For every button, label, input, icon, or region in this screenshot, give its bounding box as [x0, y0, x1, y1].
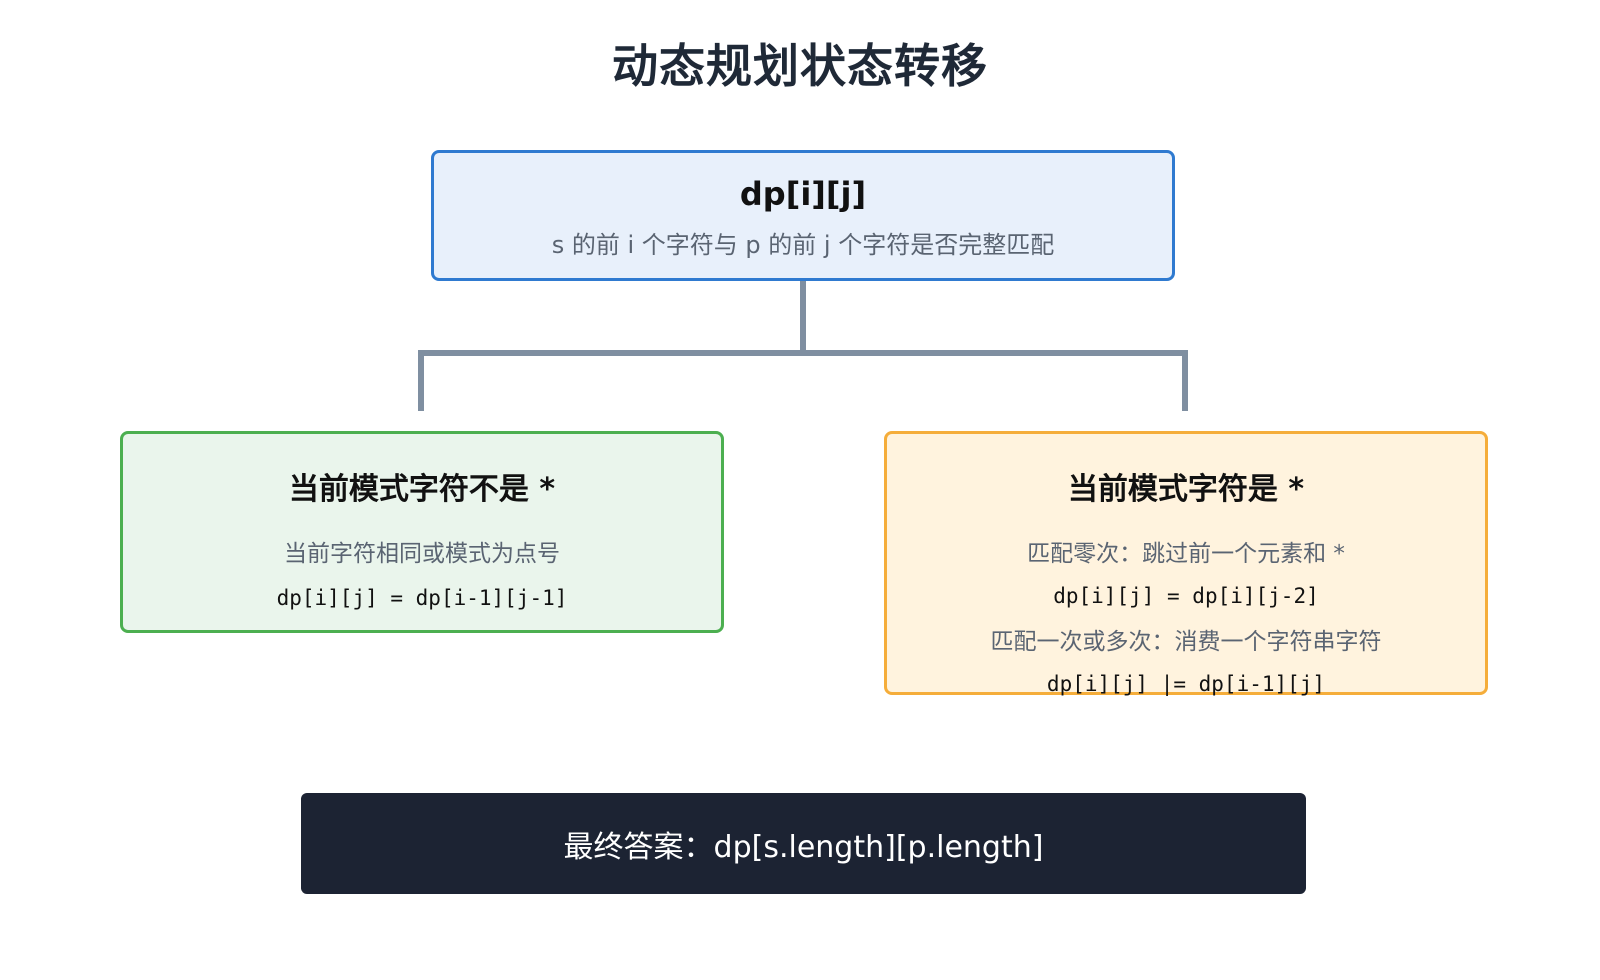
case-not-star-title: 当前模式字符不是 * [288, 472, 556, 507]
final-answer-banner: 最终答案：dp[s.length][p.length] [301, 793, 1306, 894]
diagram-title: 动态规划状态转移 [612, 39, 988, 93]
case-star-more-description: 匹配一次或多次：消费一个字符串字符 [990, 629, 1382, 655]
case-star-box: 当前模式字符是 * 匹配零次：跳过前一个元素和 * dp[i][j] = dp[… [884, 431, 1488, 696]
case-star-zero-description: 匹配零次：跳过前一个元素和 * [1027, 541, 1345, 567]
state-label: dp[i][j] [739, 175, 867, 213]
case-star-more-formula: dp[i][j] |= dp[i-1][j] [1046, 672, 1326, 696]
state-description: s 的前 i 个字符与 p 的前 j 个字符是否完整匹配 [551, 231, 1055, 259]
case-star-title: 当前模式字符是 * [1067, 472, 1305, 507]
case-not-star-box: 当前模式字符不是 * 当前字符相同或模式为点号 dp[i][j] = dp[i-… [120, 431, 724, 633]
case-not-star-formula: dp[i][j] = dp[i-1][j-1] [276, 586, 568, 610]
case-star-zero-formula: dp[i][j] = dp[i][j-2] [1053, 584, 1319, 608]
case-not-star-description: 当前字符相同或模式为点号 [284, 541, 560, 567]
state-definition-box: dp[i][j] s 的前 i 个字符与 p 的前 j 个字符是否完整匹配 [431, 150, 1175, 281]
